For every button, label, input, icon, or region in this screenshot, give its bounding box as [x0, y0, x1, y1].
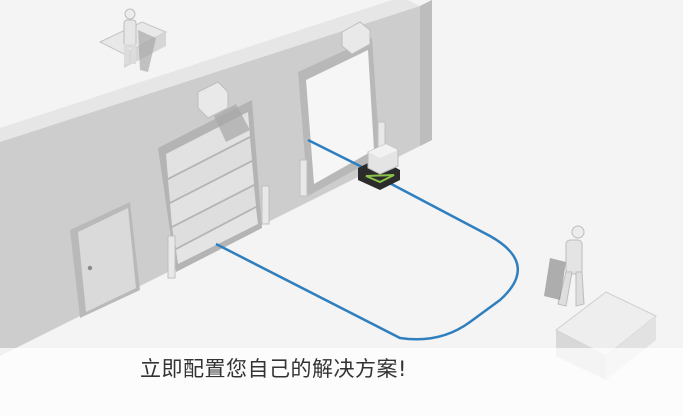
caption-text: 立即配置您自己的解决方案!: [140, 357, 407, 381]
wall-edge: [420, 0, 432, 146]
person-walking: [544, 225, 585, 307]
caption-bar: [0, 348, 683, 416]
agv-robot: [358, 143, 400, 190]
bollard-right-1: [299, 159, 308, 197]
wall-top-ledge: [0, 0, 420, 142]
door-handle: [87, 265, 93, 271]
door-sensor-left: [197, 81, 229, 119]
agv-path-line: [215, 138, 519, 341]
door-sensor-right: [341, 21, 371, 55]
personnel-door: [78, 208, 136, 312]
dock-door-opening: [306, 50, 374, 184]
person-on-ledge: [98, 8, 168, 72]
door-sensor-left-shadow: [214, 104, 250, 142]
bollard-left-2: [261, 185, 270, 225]
bollard-left-1: [167, 235, 176, 279]
